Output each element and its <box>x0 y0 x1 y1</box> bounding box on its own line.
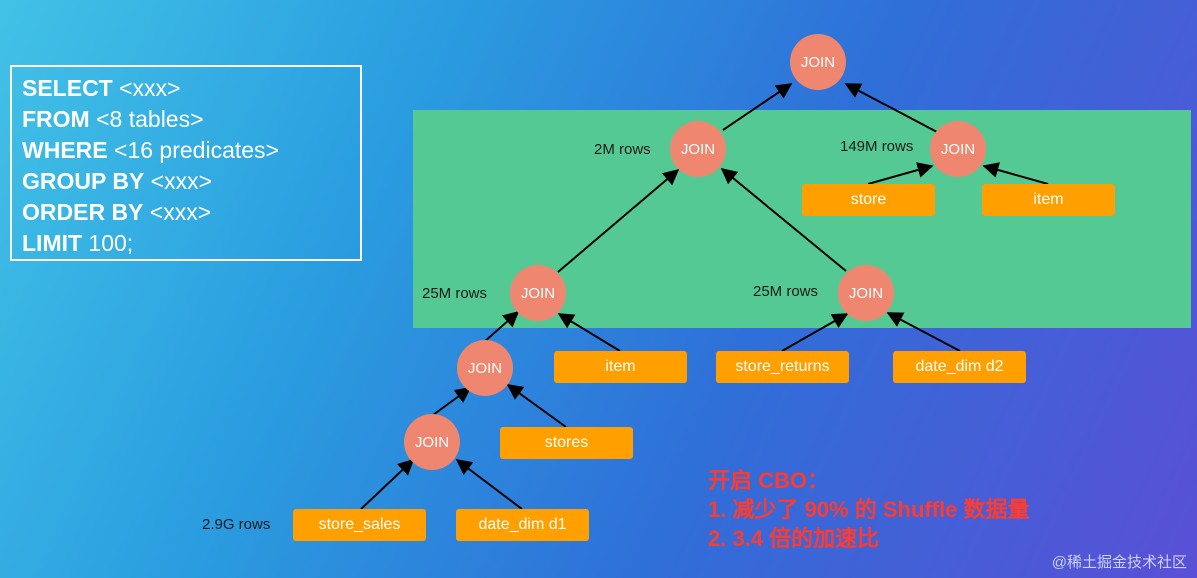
sql-keyword: ORDER BY <box>22 199 144 225</box>
watermark: @稀土掘金技术社区 <box>1051 554 1187 571</box>
cbo-note-item-1: 1. 减少了 90% 的 Shuffle 数据量 <box>708 497 1030 522</box>
sql-keyword: SELECT <box>22 75 113 101</box>
sql-keyword: LIMIT <box>22 230 83 256</box>
table-node-date-dim-d1: date_dim d1 <box>456 509 589 541</box>
edge <box>557 168 680 273</box>
table-node-date-dim-d2: date_dim d2 <box>893 351 1026 383</box>
sql-line-select: SELECT <xxx> <box>22 73 350 104</box>
edge <box>867 162 934 185</box>
edge <box>360 458 415 510</box>
edge <box>506 384 567 428</box>
edge <box>455 459 523 510</box>
table-node-store-returns: store_returns <box>716 351 849 383</box>
edge <box>886 312 961 352</box>
sql-clause: <xxx> <box>143 199 212 225</box>
sql-clause: <8 tables> <box>89 106 204 132</box>
join-node-25m-right: JOIN <box>838 265 894 321</box>
table-node-item-top: item <box>982 184 1115 216</box>
sql-line-from: FROM <8 tables> <box>22 104 350 135</box>
sql-clause: <16 predicates> <box>107 137 279 163</box>
table-node-store-sales: store_sales <box>293 509 426 541</box>
row-count-label: 25M rows <box>753 283 819 300</box>
sql-clause: 100; <box>82 230 134 256</box>
edge <box>982 162 1049 185</box>
sql-keyword: GROUP BY <box>22 168 145 194</box>
edge <box>844 83 938 133</box>
edge <box>432 387 472 416</box>
sql-keyword: FROM <box>22 106 90 132</box>
cbo-note: 开启 CBO： 1. 减少了 90% 的 Shuffle 数据量 2. 3.4 … <box>708 466 1030 553</box>
row-count-label: 25M rows <box>422 285 488 302</box>
sql-clause: <xxx> <box>144 168 213 194</box>
join-node-root: JOIN <box>790 34 846 90</box>
join-node-25m-left: JOIN <box>510 265 566 321</box>
sql-clause: <xxx> <box>112 75 181 101</box>
edge <box>720 167 847 272</box>
join-node-149m: JOIN <box>930 121 986 177</box>
cbo-note-item-2: 2. 3.4 倍的加速比 <box>708 526 880 551</box>
edge <box>722 83 793 131</box>
join-node-level3: JOIN <box>457 340 513 396</box>
edge <box>781 313 849 352</box>
sql-line-order-by: ORDER BY <xxx> <box>22 197 350 228</box>
row-count-label: 2M rows <box>594 141 651 158</box>
table-node-item: item <box>554 351 687 383</box>
edge <box>483 310 520 343</box>
edge <box>557 313 621 352</box>
table-node-stores: stores <box>500 427 633 459</box>
table-node-store: store <box>802 184 935 216</box>
cbo-note-title: 开启 CBO： <box>708 468 830 493</box>
join-node-bottom: JOIN <box>404 414 460 470</box>
row-count-label: 149M rows <box>840 138 914 155</box>
sql-line-limit: LIMIT 100; <box>22 228 350 259</box>
join-node-2m: JOIN <box>670 121 726 177</box>
row-count-label: 2.9G rows <box>202 516 271 533</box>
sql-query-box: SELECT <xxx> FROM <8 tables> WHERE <16 p… <box>10 65 362 261</box>
sql-line-group-by: GROUP BY <xxx> <box>22 166 350 197</box>
sql-keyword: WHERE <box>22 137 108 163</box>
sql-line-where: WHERE <16 predicates> <box>22 135 350 166</box>
